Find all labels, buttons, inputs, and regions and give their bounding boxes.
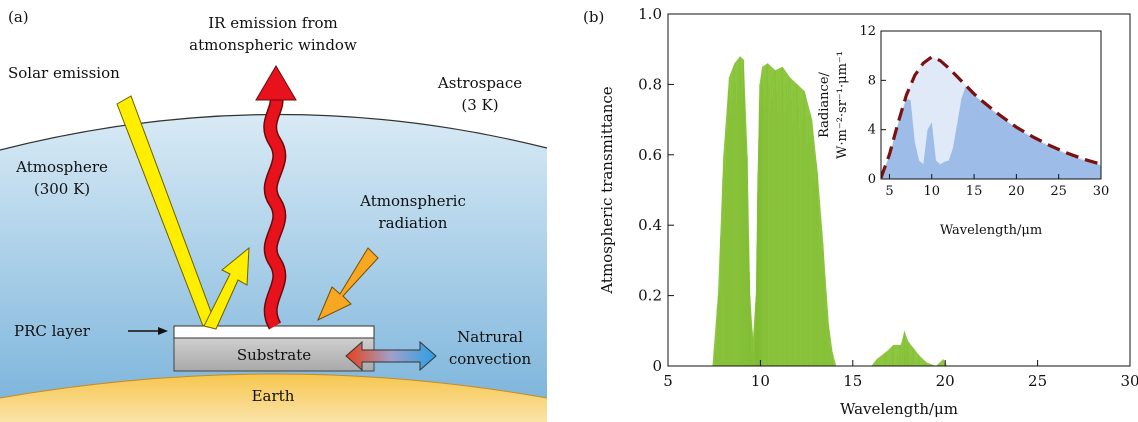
main-x-ticks: 5 10 15 20 25 30 [663, 360, 1138, 390]
inset-y-ticks: 0 4 8 12 [859, 24, 886, 187]
inset-y-tick-label: 12 [859, 24, 876, 39]
main-y-tick-label: 0.2 [638, 287, 662, 305]
blackbody-dashed-curve [881, 55, 1101, 179]
inset-y-tick-label: 8 [868, 73, 876, 88]
atmosphere-label-line1: Atmosphere [15, 158, 108, 176]
earth-label: Earth [252, 387, 295, 405]
inset-plot-frame [880, 30, 1102, 180]
ir-emission-label-line1: IR emission from [208, 14, 338, 32]
main-x-tick-label: 20 [936, 372, 955, 390]
prc-layer-label: PRC layer [14, 322, 91, 340]
astrospace-label-line1: Astrospace [437, 74, 522, 92]
transmittance-area [668, 56, 1130, 366]
main-x-axis-label: Wavelength/μm [840, 400, 958, 418]
prc-layer [173, 325, 375, 339]
inset-x-tick-label: 5 [885, 184, 893, 199]
ir-emission-arrow [255, 65, 297, 330]
radiance-area-group [881, 56, 1101, 179]
substrate-block [173, 337, 375, 372]
substrate-label: Substrate [237, 346, 311, 364]
atmosphere-label-line2: (300 K) [34, 180, 90, 198]
main-plot-frame [667, 13, 1131, 367]
inset-x-ticks: 5 10 15 20 25 30 [885, 174, 1109, 199]
astrospace-label-line2: (3 K) [461, 96, 498, 114]
inset-y-axis-label-line2: W·m⁻²·sr⁻¹·μm⁻¹ [835, 51, 850, 159]
atmospheric-radiation-label-line2: radiation [379, 214, 448, 232]
solar-reflected-arrow [203, 246, 250, 330]
convection-arrow [345, 340, 437, 372]
panel-a-label: (a) [8, 8, 29, 26]
earth-boundary [0, 373, 548, 399]
atmospheric-radiance-area [881, 86, 1101, 179]
main-x-tick-label: 25 [1028, 372, 1047, 390]
inset-x-tick-label: 15 [966, 184, 983, 199]
inset-y-tick-label: 4 [868, 123, 876, 138]
ir-emission-label-line2: atmonspheric window [189, 36, 357, 54]
convection-label-line1: Natrural [457, 328, 523, 346]
main-y-tick-label: 0.8 [638, 75, 662, 93]
panel-b-label: (b) [583, 8, 604, 26]
panel-b: (b) 5 10 15 20 25 30 0 0.2 0.4 0.6 0.8 1.0 Wavelen… [583, 5, 1138, 418]
main-y-tick-label: 0.6 [638, 146, 662, 164]
earth-surface [0, 374, 547, 422]
transmittance-area-group [668, 56, 1130, 366]
inset-x-axis-label: Wavelength/μm [940, 223, 1042, 238]
radiance-inset-chart: 5 10 15 20 25 30 0 4 8 12 Wavelength/μm Radiance… [817, 24, 1109, 238]
atmospheric-radiation-arrow [317, 247, 379, 322]
main-y-axis-label: Atmospheric transmittance [598, 86, 616, 294]
panel-a: (a) Earth Substrate PRC layer Solar emis… [0, 8, 548, 422]
atmospheric-radiation-label-line1: Atmonspheric [359, 192, 466, 210]
inset-x-tick-label: 10 [923, 184, 940, 199]
main-y-tick-label: 0 [652, 357, 662, 375]
inset-x-tick-label: 20 [1008, 184, 1025, 199]
transmittance-chart: 5 10 15 20 25 30 0 0.2 0.4 0.6 0.8 1.0 Wavelength/… [598, 5, 1138, 418]
main-x-tick-label: 5 [663, 372, 673, 390]
main-y-tick-label: 0.4 [638, 216, 662, 234]
main-x-tick-label: 30 [1120, 372, 1138, 390]
convection-label-line2: convection [449, 350, 532, 368]
main-y-tick-label: 1.0 [638, 5, 662, 23]
inset-y-tick-label: 0 [868, 172, 876, 187]
inset-x-tick-label: 25 [1050, 184, 1067, 199]
main-y-ticks: 0 0.2 0.4 0.6 0.8 1.0 [638, 5, 674, 375]
solar-emission-label: Solar emission [8, 64, 120, 82]
inset-x-tick-label: 30 [1093, 184, 1110, 199]
main-x-tick-label: 10 [751, 372, 770, 390]
main-x-tick-label: 15 [843, 372, 862, 390]
prc-pointer-arrow [128, 327, 168, 335]
inset-y-axis-label-line1: Radiance/ [817, 71, 832, 137]
